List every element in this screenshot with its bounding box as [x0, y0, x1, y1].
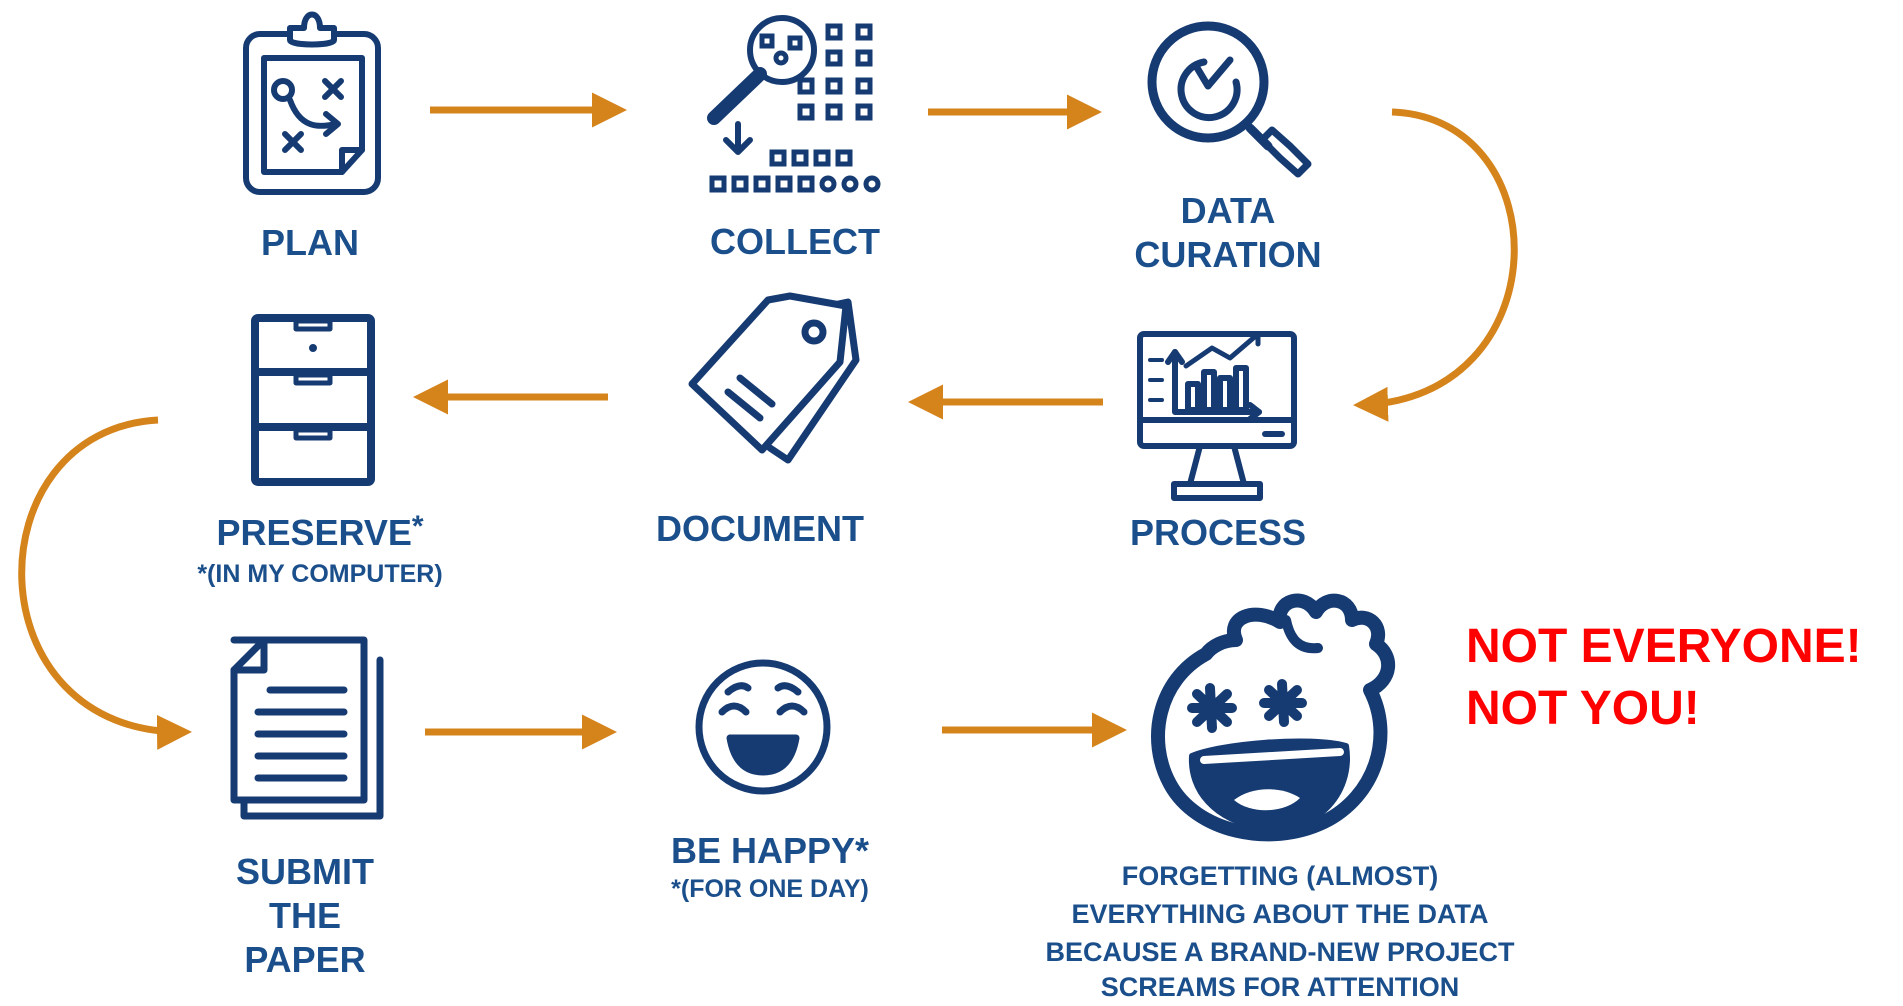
- arrow-curation-to-process: [1353, 108, 1518, 422]
- arrow-preserve-to-submit: [18, 416, 192, 750]
- step-preserve-label: PRESERVE*: [180, 510, 460, 555]
- monitor-chart-icon: [1137, 331, 1297, 501]
- step-forget-line2: EVERYTHING ABOUT THE DATA: [1071, 899, 1489, 929]
- step-collect-label: COLLECT: [710, 221, 880, 262]
- callout-line2: NOT YOU!: [1466, 682, 1700, 735]
- step-forget-line1: FORGETTING (ALMOST): [1121, 861, 1439, 891]
- step-happy-note: *(FOR ONE DAY): [671, 875, 869, 903]
- magnifier-check-icon: [1147, 21, 1312, 178]
- magnifier-data-grid-icon: [707, 15, 881, 193]
- step-forget-line3: BECAUSE A BRAND-NEW PROJECT: [1045, 937, 1515, 967]
- step-plan-label: PLAN: [261, 222, 359, 263]
- callout-line1: NOT EVERYONE!: [1466, 620, 1862, 673]
- step-document-label: DOCUMENT: [656, 508, 864, 549]
- tag-icon: [688, 292, 860, 464]
- step-process-label: PROCESS: [1129, 512, 1307, 553]
- step-submit-line2: THE: [269, 895, 341, 936]
- step-preserve-note: *(IN MY COMPUTER): [197, 560, 443, 588]
- step-happy-label: BE HAPPY*: [670, 830, 870, 871]
- filing-cabinet-icon: [251, 314, 375, 486]
- documents-icon: [230, 636, 384, 820]
- step-forget-line4: SCREAMS FOR ATTENTION: [1100, 972, 1460, 1002]
- step-submit-line1: SUBMIT: [236, 851, 374, 892]
- clipboard-strategy-icon: [243, 11, 381, 195]
- step-preserve-asterisk: *: [411, 510, 424, 543]
- step-curation-line1: DATA: [1180, 190, 1276, 231]
- step-preserve-text: PRESERVE: [216, 512, 412, 553]
- smiling-face-icon: [695, 659, 831, 795]
- dizzy-face-icon: [1151, 593, 1396, 842]
- step-submit-line3: PAPER: [244, 939, 366, 980]
- step-curation-line2: CURATION: [1134, 234, 1322, 275]
